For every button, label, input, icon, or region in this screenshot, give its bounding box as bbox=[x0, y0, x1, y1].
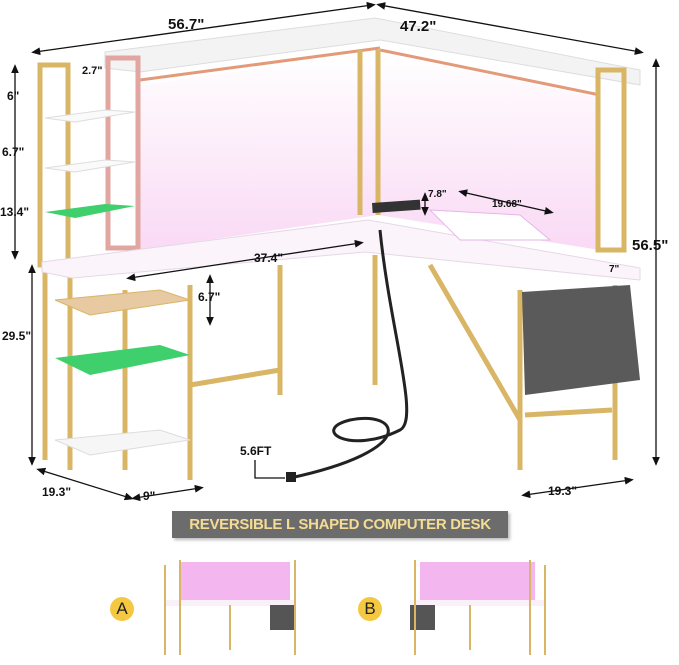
dim-hutch-gap: 2.7" bbox=[82, 65, 103, 77]
storage-bag bbox=[522, 285, 640, 395]
dim-stand-height: 7.8" bbox=[428, 189, 447, 200]
dim-left-depth: 19.3" bbox=[42, 485, 71, 499]
dim-right-depth-small: 7" bbox=[609, 264, 620, 275]
dim-right-depth: 19.3" bbox=[548, 484, 577, 498]
green-shelf-lower bbox=[55, 345, 190, 375]
dim-cord-length: 5.6FT bbox=[240, 444, 272, 458]
variant-b-thumbnail bbox=[410, 560, 546, 655]
variant-a-badge: A bbox=[110, 597, 134, 621]
dim-width-left: 56.7" bbox=[168, 16, 204, 33]
dim-shelf-middle: 6.7" bbox=[2, 145, 24, 159]
green-shelf bbox=[45, 204, 135, 218]
power-strip bbox=[371, 199, 421, 213]
banner-text: REVERSIBLE L SHAPED COMPUTER DESK bbox=[189, 516, 491, 533]
power-cord bbox=[289, 229, 409, 480]
dim-shelf-lower: 13.4" bbox=[0, 205, 29, 219]
dim-under-gap: 6.7" bbox=[198, 290, 220, 304]
dim-desk-length: 37.4" bbox=[254, 251, 283, 265]
dim-desk-height: 29.5" bbox=[2, 329, 31, 343]
dim-stand-width: 19.68" bbox=[492, 199, 522, 210]
dim-height-overall: 56.5" bbox=[632, 237, 668, 254]
variant-a-thumbnail bbox=[164, 560, 296, 655]
dim-shelf-width: 9" bbox=[143, 489, 155, 503]
dim-width-right: 47.2" bbox=[400, 18, 436, 35]
dim-shelf-top: 6" bbox=[7, 89, 19, 103]
title-banner: REVERSIBLE L SHAPED COMPUTER DESK bbox=[172, 511, 508, 538]
variant-b-badge: B bbox=[358, 597, 382, 621]
